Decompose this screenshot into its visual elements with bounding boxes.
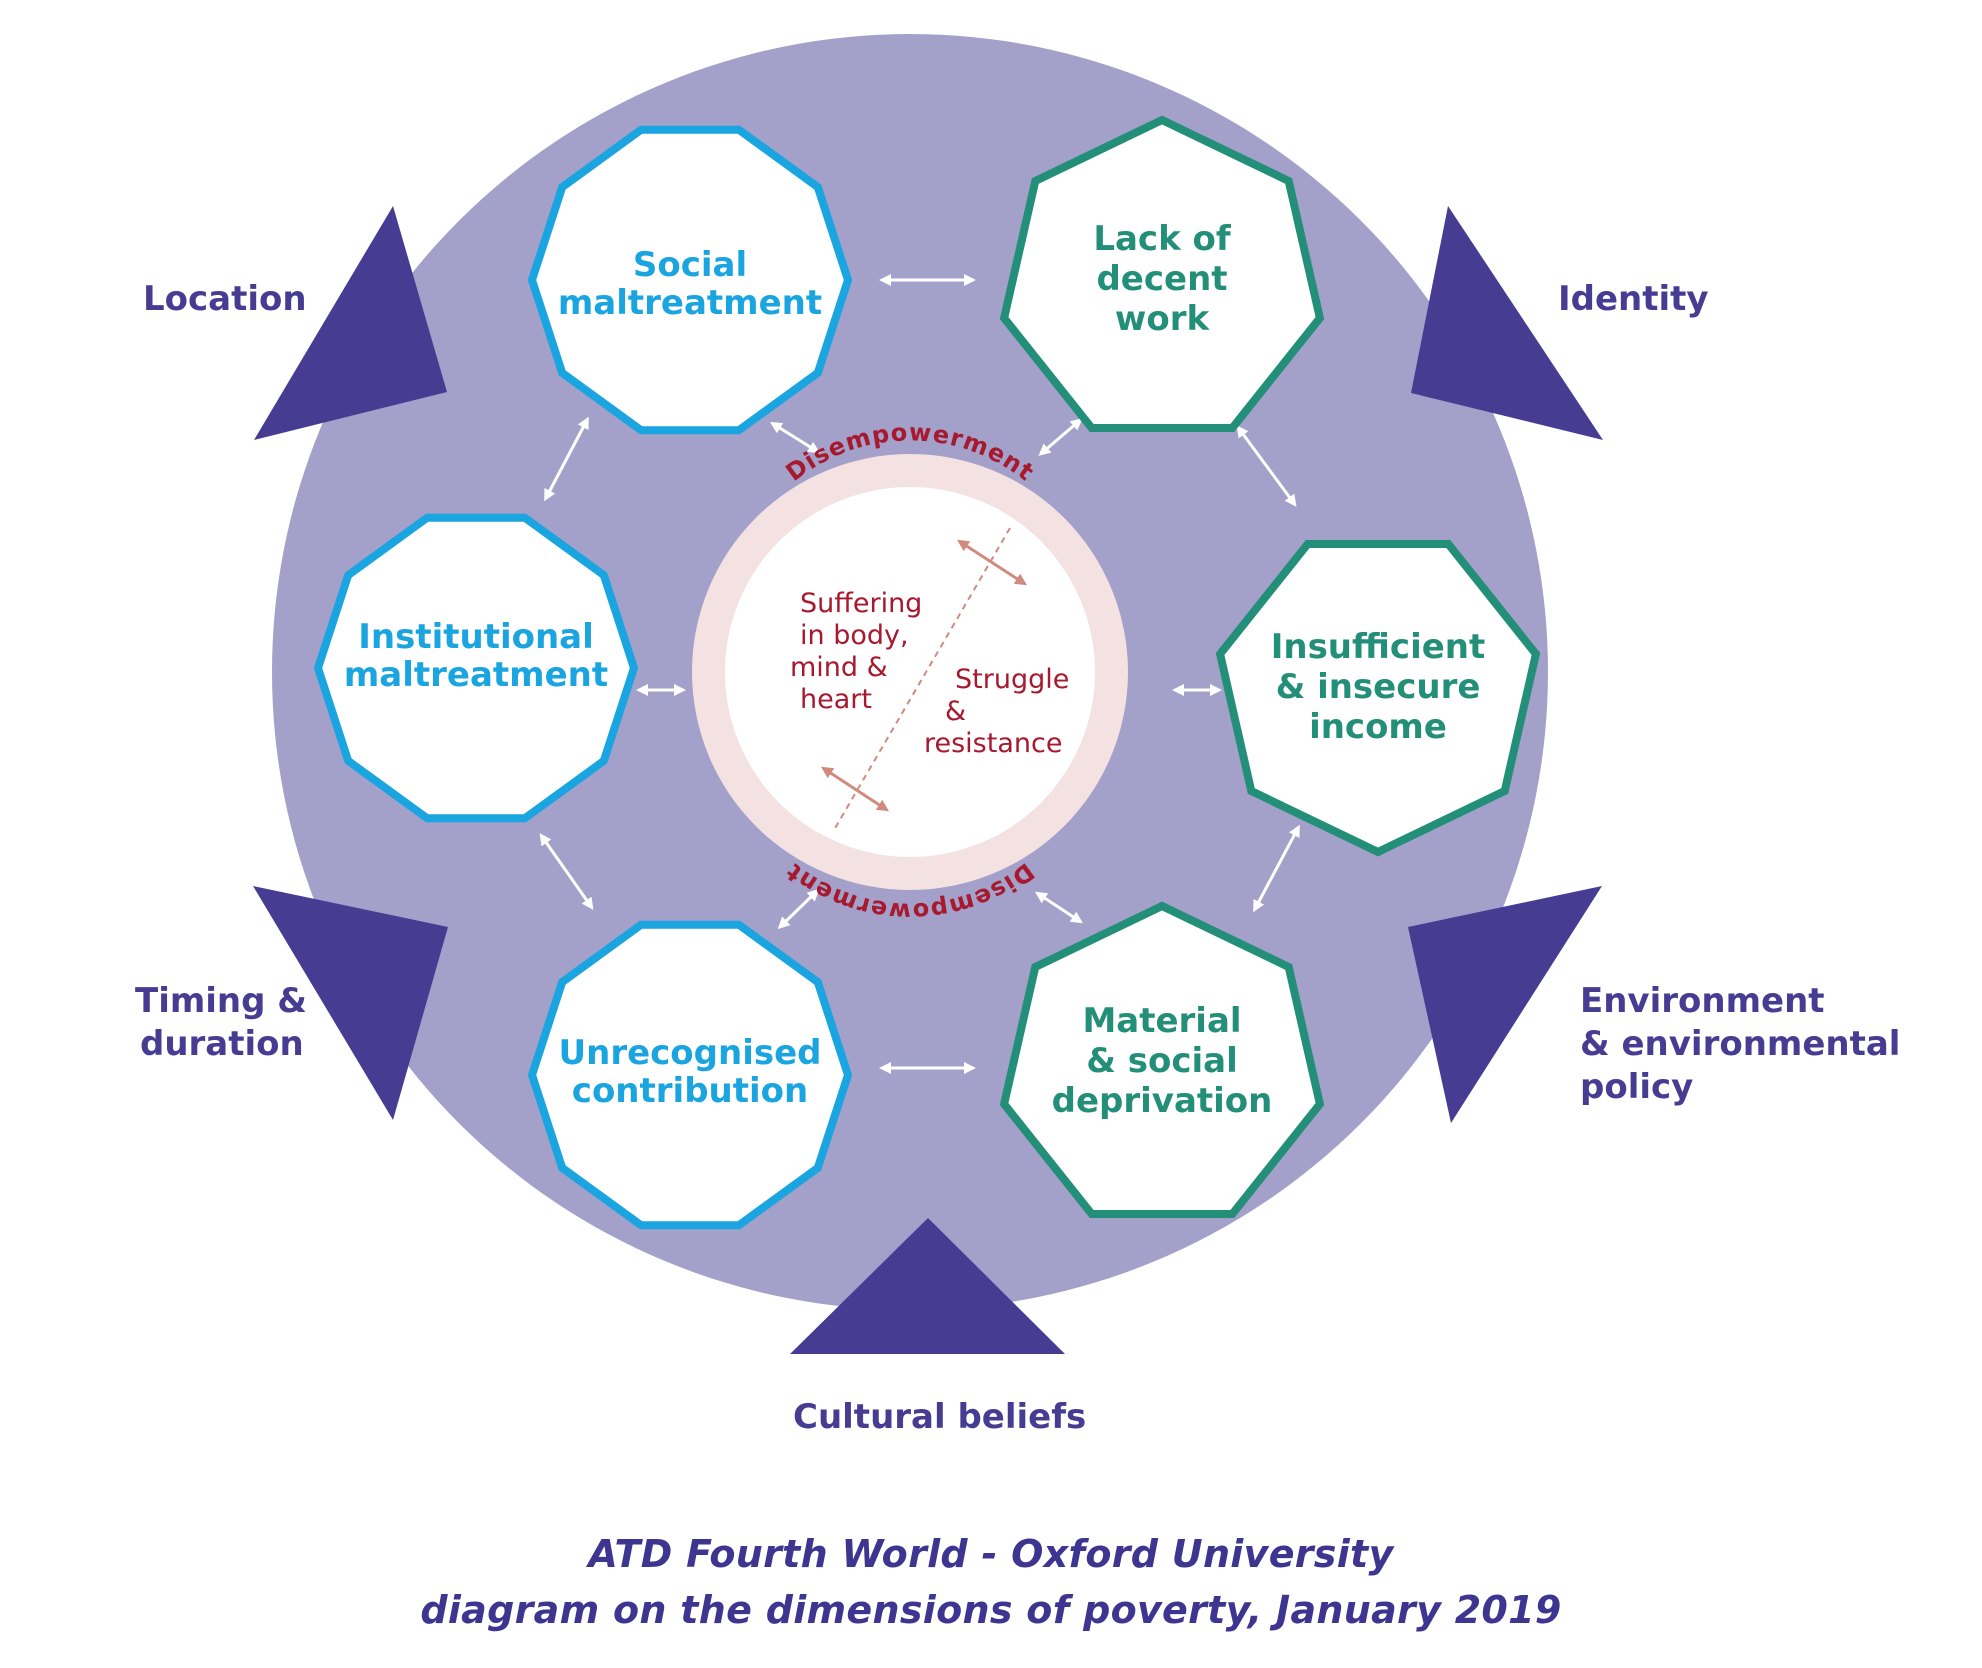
core-struggle-1: Struggle bbox=[955, 664, 1069, 695]
triangle-environment bbox=[1408, 886, 1602, 1123]
label-environment-2: & environmental bbox=[1580, 1024, 1900, 1064]
arrow-lack-insufficient bbox=[1236, 425, 1297, 507]
core: Disempowerment Disempowerment Suffering … bbox=[692, 418, 1128, 926]
triangle-identity bbox=[1411, 206, 1603, 440]
label-timing-2: duration bbox=[140, 1024, 304, 1064]
octagon-institutional-maltreatment bbox=[313, 513, 639, 823]
dim-social-line2: maltreatment bbox=[558, 283, 822, 323]
core-struggle-3: resistance bbox=[924, 728, 1062, 759]
label-identity: Identity bbox=[1558, 279, 1709, 319]
caption-line2: diagram on the dimensions of poverty, Ja… bbox=[420, 1588, 1562, 1632]
octagon-insufficient-income bbox=[1215, 540, 1541, 857]
dim-material-line3: deprivation bbox=[1052, 1081, 1273, 1121]
core-arrow-bottom bbox=[820, 766, 890, 812]
core-suffering-2: in body, bbox=[800, 620, 909, 651]
core-arrow-top bbox=[956, 539, 1028, 586]
octagon-social-maltreatment bbox=[527, 125, 853, 435]
arrow-institutional-unrecognised bbox=[539, 833, 594, 910]
octagon-material-social-deprivation bbox=[999, 901, 1325, 1218]
core-suffering-3: mind & bbox=[790, 652, 888, 683]
dim-insufficient-line3: income bbox=[1309, 707, 1447, 747]
triangle-cultural bbox=[790, 1218, 1065, 1354]
triangle-location bbox=[254, 206, 447, 440]
arrow-lack-core bbox=[1038, 418, 1083, 456]
core-suffering-4: heart bbox=[800, 684, 872, 715]
dim-material-line1: Material bbox=[1082, 1001, 1241, 1041]
core-suffering-1: Suffering bbox=[800, 588, 922, 619]
dim-material-line2: & social bbox=[1086, 1041, 1238, 1081]
octagon-lack-of-decent-work bbox=[999, 115, 1325, 432]
label-timing-1: Timing & bbox=[135, 981, 307, 1021]
octagon-unrecognised-contribution bbox=[527, 920, 853, 1230]
dim-institutional-line2: maltreatment bbox=[344, 655, 608, 695]
dim-unrecognised-line2: contribution bbox=[572, 1071, 808, 1111]
arrow-unrecognised-core bbox=[777, 888, 820, 930]
dim-social-line1: Social bbox=[633, 245, 747, 285]
arrow-social-core bbox=[769, 421, 821, 454]
label-location: Location bbox=[143, 279, 307, 319]
label-cultural: Cultural beliefs bbox=[793, 1397, 1086, 1437]
arrow-material-core bbox=[1034, 891, 1084, 924]
caption-line1: ATD Fourth World - Oxford University bbox=[588, 1532, 1394, 1576]
dim-lack-line2: decent bbox=[1096, 259, 1227, 299]
triangle-timing bbox=[253, 886, 448, 1120]
dim-insufficient-line2: & insecure bbox=[1276, 667, 1481, 707]
core-struggle-2: & bbox=[945, 696, 966, 727]
dim-lack-line3: work bbox=[1115, 299, 1211, 339]
dim-unrecognised-line1: Unrecognised bbox=[559, 1033, 822, 1073]
label-environment-3: policy bbox=[1580, 1067, 1693, 1107]
arrow-insufficient-material bbox=[1253, 824, 1300, 913]
outer-triangles bbox=[253, 206, 1603, 1354]
dimension-shapes bbox=[313, 115, 1541, 1230]
dim-lack-line1: Lack of bbox=[1093, 219, 1232, 259]
label-environment-1: Environment bbox=[1580, 981, 1825, 1021]
dim-institutional-line1: Institutional bbox=[358, 617, 594, 657]
dim-insufficient-line1: Insufficient bbox=[1271, 627, 1486, 667]
connection-arrows bbox=[539, 274, 1300, 1074]
arrow-social-institutional bbox=[544, 416, 589, 502]
